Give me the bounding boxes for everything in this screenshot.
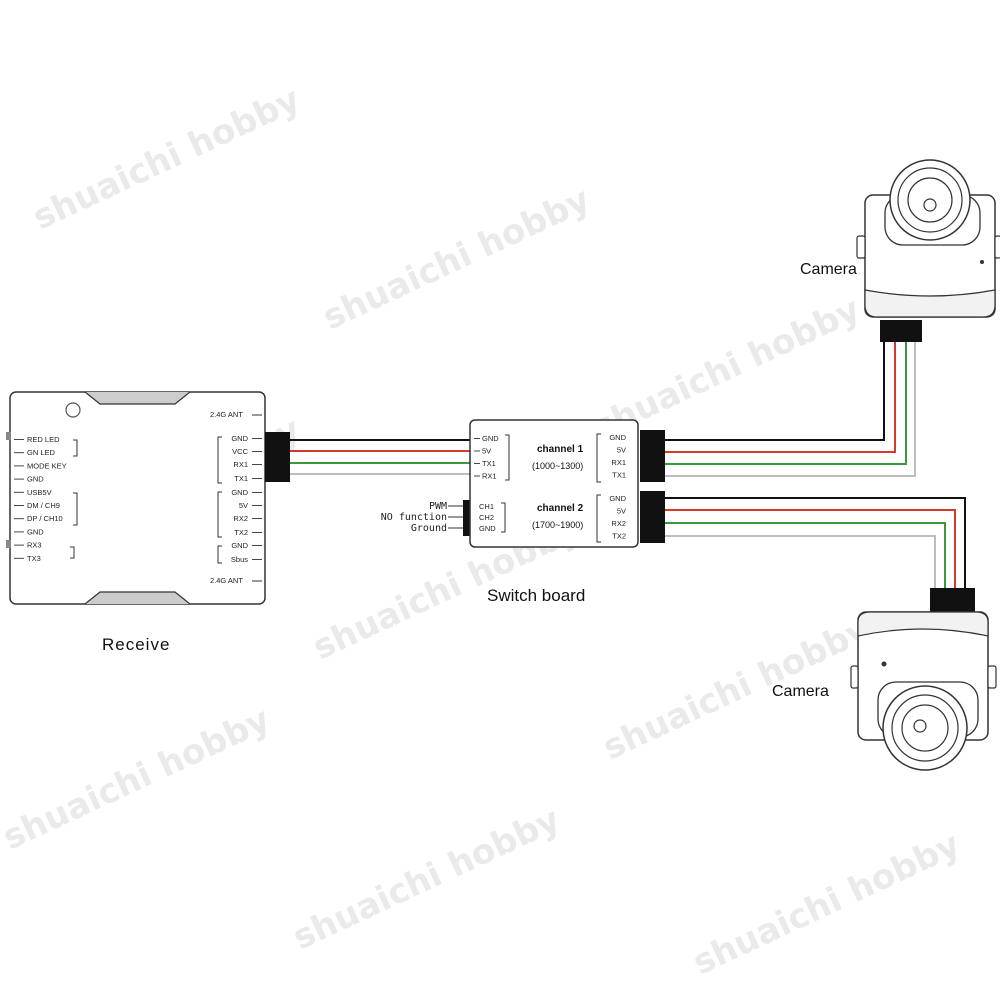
switch-board-pwm-pin-label: GND — [479, 524, 496, 533]
switch-board-label: Switch board — [487, 586, 585, 605]
receiver-left-pin-label: RED LED — [27, 435, 60, 444]
channel1-range: (1000~1300) — [532, 461, 583, 471]
wire-green — [665, 522, 946, 590]
switch-board-left-pin-label: RX1 — [482, 472, 497, 481]
wire-green — [665, 340, 907, 465]
channel2-pin-label: 5V — [617, 507, 626, 516]
receiver-left-pin-label: DP / CH10 — [27, 514, 63, 523]
receiver-side-tab — [6, 432, 11, 440]
watermark: shuaichi hobby — [687, 825, 966, 984]
receiver-left-pin-label: GND — [27, 475, 44, 484]
receiver-right-pin-label: VCC — [232, 447, 248, 456]
receiver-right-pin-label: RX2 — [233, 514, 248, 523]
wire-white — [665, 340, 916, 477]
receiver-right-pin-label: RX1 — [233, 460, 248, 469]
receiver-right-pin-label: GND — [231, 488, 248, 497]
receiver-bottom-notch — [84, 591, 191, 605]
channel2-title: channel 2 — [537, 503, 584, 514]
receiver-ant-top-label: 2.4G ANT — [210, 410, 243, 419]
receiver-left-pin-label: RX3 — [27, 541, 42, 550]
pwm-lead-label: Ground — [411, 523, 447, 534]
receiver-right-pin-label: TX1 — [234, 474, 248, 483]
receiver-ant-bottom-label: 2.4G ANT — [210, 576, 243, 585]
watermark: shuaichi hobby — [597, 610, 876, 769]
channel2-pin-label: RX2 — [611, 519, 626, 528]
receiver-left-pin-label: GN LED — [27, 448, 56, 457]
channel1-pin-label: TX1 — [612, 471, 626, 480]
camera-side-knob — [994, 235, 1000, 259]
channel2-pin-label: GND — [609, 494, 626, 503]
camera2-connector — [930, 588, 975, 612]
wires — [290, 340, 966, 590]
wire-black — [665, 340, 885, 441]
receiver-left-pins: RED LED GN LED MODE KEY GND USB5V DM / CH9 DP … — [14, 435, 67, 563]
switch-board-pwm-pin-label: CH2 — [479, 513, 494, 522]
pwm-lead-label: PWM — [429, 501, 447, 512]
receiver-connector — [265, 432, 290, 482]
receiver-left-pin-label: MODE KEY — [27, 461, 67, 470]
wire-red — [665, 509, 956, 590]
camera-bottom-label: Camera — [772, 683, 829, 700]
receiver-top-notch — [84, 391, 191, 405]
channel1-connector — [640, 430, 665, 482]
receiver-label: Receive — [102, 635, 170, 654]
switch-board-left-pin-label: TX1 — [482, 459, 496, 468]
receiver-right-pin-label: Sbus — [231, 555, 248, 564]
switch-board-pwm-pin-label: CH1 — [479, 502, 494, 511]
channel1-title: channel 1 — [537, 444, 584, 455]
receiver-mount-hole — [65, 402, 81, 418]
receiver-right-pin-label: GND — [231, 541, 248, 550]
receiver-left-pin-label: DM / CH9 — [27, 501, 60, 510]
camera-side-knob — [850, 665, 859, 689]
channel2-pin-label: TX2 — [612, 532, 626, 541]
watermark: shuaichi hobby — [317, 180, 596, 339]
receiver-right-pin-label: 5V — [239, 501, 248, 510]
channel2-range: (1700~1900) — [532, 520, 583, 530]
receiver-side-tab — [6, 540, 11, 548]
receiver-body — [9, 391, 266, 605]
receiver-left-pin-label: GND — [27, 527, 44, 536]
receiver-right-pin-label: GND — [231, 434, 248, 443]
connectors — [265, 320, 975, 612]
camera-bottom: Camera — [772, 611, 997, 771]
switch-board-body — [469, 419, 639, 548]
wire-red — [665, 340, 896, 453]
wire-black — [665, 497, 966, 590]
camera-side-knob — [856, 235, 866, 259]
receiver: 2.4G ANT 2.4G ANT RED LED GN LED MODE KEY G… — [6, 391, 266, 654]
wire-white — [665, 535, 936, 590]
channel1-pin-label: RX1 — [611, 458, 626, 467]
receiver-right-pin-label: TX2 — [234, 528, 248, 537]
camera-side-knob — [987, 665, 997, 689]
watermark: shuaichi hobby — [287, 800, 566, 959]
camera-top-label: Camera — [800, 261, 857, 278]
channel1-pin-label: 5V — [617, 446, 626, 455]
watermark: shuaichi hobby — [27, 80, 306, 239]
switch-board-left-pin-label: 5V — [482, 447, 491, 456]
camera1-connector — [880, 320, 922, 342]
receiver-left-pin-label: USB5V — [27, 488, 52, 497]
switch-board-left-pin-label: GND — [482, 434, 499, 443]
watermark: shuaichi hobby — [0, 700, 276, 859]
pwm-lead-label: NO function — [381, 512, 447, 523]
camera-top: Camera — [800, 159, 1000, 318]
channel2-connector — [640, 491, 665, 543]
receiver-left-pin-label: TX3 — [27, 554, 41, 563]
channel1-pin-label: GND — [609, 433, 626, 442]
